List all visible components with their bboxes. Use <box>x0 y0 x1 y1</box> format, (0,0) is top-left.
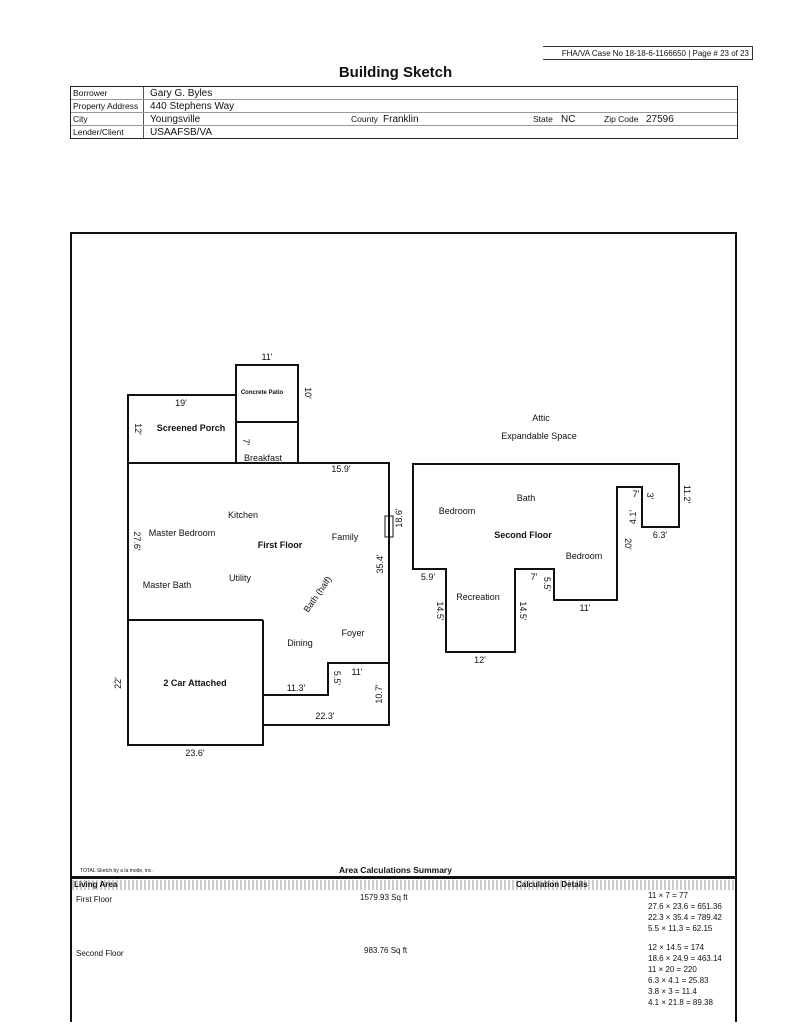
dimension-label: 11' <box>261 352 272 362</box>
room-label: Bedroom <box>439 506 476 516</box>
dimension-label: 22.3' <box>315 711 335 721</box>
lender-label: Lender/Client <box>71 126 144 138</box>
dimension-label: 4.1' <box>628 510 638 525</box>
dimension-label: 27.6' <box>132 531 142 551</box>
dimension-label: 5.9' <box>421 572 436 582</box>
calc-line: 22.3 × 35.4 = 789.42 <box>648 913 722 922</box>
first-floor-outline <box>127 462 390 746</box>
dimension-label: 5.5' <box>332 671 342 686</box>
state-value: NC <box>561 113 576 125</box>
calc-line: 18.6 × 24.9 = 463.14 <box>648 954 722 963</box>
dimension-label: 23.6' <box>185 748 205 758</box>
room-label: Master Bedroom <box>149 528 216 538</box>
zip-label: Zip Code <box>604 114 639 124</box>
calc-line: 11 × 7 = 77 <box>648 891 688 900</box>
room-label: 2 Car Attached <box>163 678 226 688</box>
room-label: First Floor <box>258 540 303 550</box>
dimension-label: 7' <box>531 572 538 582</box>
address-row: Property Address 440 Stephens Way <box>71 100 737 113</box>
summary-header-bar <box>72 880 735 890</box>
dimension-label: 15.9' <box>331 464 351 474</box>
city-row: City Youngsville County Franklin State NC Z… <box>71 113 737 126</box>
dimension-label: 3' <box>645 493 655 500</box>
room-label: Concrete Patio <box>241 390 284 396</box>
living-area-header: Living Area <box>74 880 118 889</box>
borrower-row: Borrower Gary G. Byles <box>71 87 737 100</box>
room-label: Kitchen <box>228 510 258 520</box>
dimension-label: 19' <box>175 398 187 408</box>
dimension-label: 10.7' <box>374 684 384 704</box>
room-label: Foyer <box>341 628 364 638</box>
fireplace <box>384 515 394 538</box>
dimension-label: 11' <box>351 667 362 677</box>
floor-name: First Floor <box>76 895 112 904</box>
address-value: 440 Stephens Way <box>150 100 235 112</box>
lender-value: USAAFSB/VA <box>150 126 213 138</box>
dimension-label: 5.5' <box>542 577 552 592</box>
summary-title: Area Calculations Summary <box>339 865 452 875</box>
dimension-label: 7' <box>241 439 251 446</box>
dimension-label: 22' <box>113 677 123 689</box>
floor-area: 1579.93 Sq ft <box>360 893 408 902</box>
floor-name: Second Floor <box>76 949 124 958</box>
summary-divider <box>72 876 735 879</box>
dimension-label: 12' <box>474 655 486 665</box>
floor-area: 983.76 Sq ft <box>364 946 408 955</box>
dimension-label: 20' <box>623 538 633 550</box>
dimension-label: 14.5' <box>518 601 528 621</box>
city-value: Youngsville <box>150 113 201 125</box>
room-label: Master Bath <box>143 580 192 590</box>
calc-line: 11 × 20 = 220 <box>648 965 697 974</box>
room-label: Bedroom <box>566 551 603 561</box>
borrower-value: Gary G. Byles <box>150 87 213 99</box>
city-label: City <box>71 113 144 125</box>
calc-line: 27.6 × 23.6 = 651.36 <box>648 902 722 911</box>
dimension-label: 11.2' <box>682 485 692 504</box>
room-label: Expandable Space <box>501 431 577 441</box>
calc-line: 3.8 × 3 = 11.4 <box>648 987 697 996</box>
calc-line: 5.5 × 11.3 = 62.15 <box>648 924 713 933</box>
room-label: Bath <box>517 493 536 503</box>
calc-line: 12 × 14.5 = 174 <box>648 943 705 952</box>
room-label: Utility <box>229 573 251 583</box>
software-credit: TOTAL Sketch by a la mode, inc. <box>80 868 153 874</box>
room-label: Recreation <box>456 592 500 602</box>
second-floor-outline <box>412 463 680 653</box>
room-label: Screened Porch <box>157 423 226 433</box>
dimension-label: 10' <box>303 387 313 399</box>
dimension-label: 6.3' <box>653 530 668 540</box>
dimension-label: 11' <box>579 603 590 613</box>
dimension-label: 35.4' <box>375 554 385 574</box>
county-value: Franklin <box>383 113 419 125</box>
dimension-label: 11.3' <box>287 683 306 693</box>
room-label: Family <box>332 532 359 542</box>
room-label: Breakfast <box>244 453 283 463</box>
property-info-table: Borrower Gary G. Byles Property Address 44… <box>70 86 738 139</box>
borrower-label: Borrower <box>71 87 144 99</box>
dimension-label: 18.6' <box>394 508 404 528</box>
county-label: County <box>351 114 378 124</box>
dimension-label: 7' <box>633 489 640 499</box>
dimension-label: 14.5' <box>435 601 445 621</box>
zip-value: 27596 <box>646 113 674 125</box>
room-label: Dining <box>287 638 313 648</box>
room-label: Second Floor <box>494 530 552 540</box>
lender-row: Lender/Client USAAFSB/VA <box>71 126 737 138</box>
room-label: Bath (half) <box>302 574 334 614</box>
calc-details-header: Calculation Details <box>516 880 588 889</box>
dimension-label: 12' <box>133 423 143 435</box>
state-label: State <box>533 114 553 124</box>
page-title: Building Sketch <box>338 64 453 81</box>
patio-outline <box>235 364 299 423</box>
calc-line: 4.1 × 21.8 = 89.38 <box>648 998 713 1007</box>
address-label: Property Address <box>71 100 144 112</box>
room-label: Attic <box>532 413 550 423</box>
case-number: FHA/VA Case No 18-18-6-1166650 | Page # … <box>543 46 753 60</box>
calc-line: 6.3 × 4.1 = 25.83 <box>648 976 709 985</box>
sketch-frame <box>70 232 737 1022</box>
